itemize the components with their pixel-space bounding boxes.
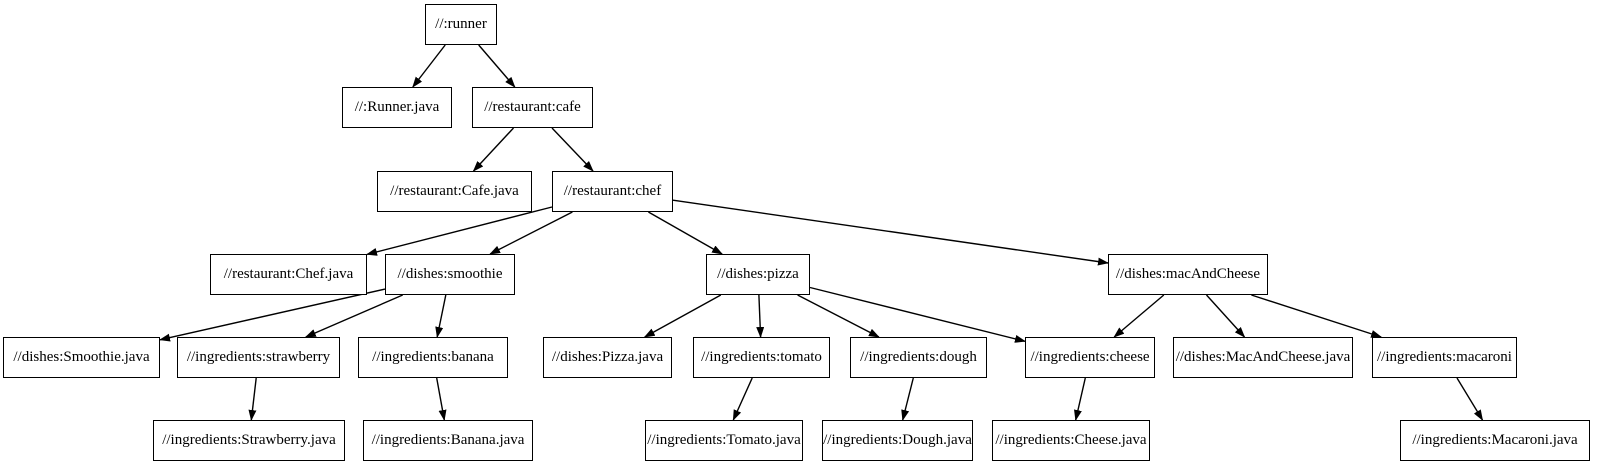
- graph-node-dough-java: //ingredients:Dough.java: [822, 420, 973, 461]
- graph-node-strawberry: //ingredients:strawberry: [177, 337, 340, 378]
- graph-edge-pizza-to-cheese: [809, 286, 1026, 343]
- graph-node-runner-java: //:Runner.java: [342, 87, 452, 128]
- graph-edge-strawberry-to-strawberry-java: [248, 377, 257, 421]
- graph-edge-mac-and-cheese-to-macaroni: [1251, 294, 1383, 338]
- graph-node-chef: //restaurant:chef: [552, 171, 673, 212]
- graph-edge-smoothie-to-smoothie-java: [159, 288, 386, 342]
- graph-edge-pizza-to-pizza-java: [643, 294, 722, 338]
- graph-edge-chef-to-chef-java: [366, 206, 553, 256]
- graph-node-tomato-java: //ingredients:Tomato.java: [645, 420, 803, 461]
- graph-edge-chef-to-smoothie: [489, 211, 573, 255]
- graph-node-mac-and-cheese-java: //dishes:MacAndCheese.java: [1173, 337, 1353, 378]
- graph-node-pizza: //dishes:pizza: [706, 254, 810, 295]
- graph-node-runner: //:runner: [425, 4, 497, 45]
- graph-edge-cafe-to-cafe-java: [472, 127, 515, 172]
- graph-edge-smoothie-to-strawberry: [304, 294, 403, 338]
- graph-node-cheese: //ingredients:cheese: [1025, 337, 1155, 378]
- graph-node-macaroni: //ingredients:macaroni: [1372, 337, 1517, 378]
- graph-node-banana-java: //ingredients:Banana.java: [363, 420, 533, 461]
- graph-node-dough: //ingredients:dough: [850, 337, 987, 378]
- graph-edge-dough-to-dough-java: [901, 377, 914, 421]
- graph-edge-macaroni-to-macaroni-java: [1456, 377, 1484, 421]
- graph-node-cafe: //restaurant:cafe: [472, 87, 593, 128]
- graph-node-strawberry-java: //ingredients:Strawberry.java: [153, 420, 345, 461]
- graph-edge-runner-to-runner-java: [412, 44, 446, 88]
- graph-node-tomato: //ingredients:tomato: [693, 337, 830, 378]
- graph-edge-runner-to-cafe: [478, 44, 516, 88]
- graph-node-pizza-java: //dishes:Pizza.java: [543, 337, 672, 378]
- graph-edge-chef-to-pizza: [648, 211, 723, 255]
- graph-node-chef-java: //restaurant:Chef.java: [210, 254, 367, 295]
- graph-node-banana: //ingredients:banana: [358, 337, 508, 378]
- graph-edge-banana-to-banana-java: [436, 377, 447, 421]
- graph-edge-mac-and-cheese-to-cheese: [1113, 294, 1165, 338]
- graph-edge-cafe-to-chef: [551, 127, 594, 172]
- graph-node-smoothie: //dishes:smoothie: [385, 254, 515, 295]
- graph-edge-pizza-to-tomato: [756, 294, 765, 338]
- graph-node-cheese-java: //ingredients:Cheese.java: [992, 420, 1150, 461]
- graph-node-mac-and-cheese: //dishes:macAndCheese: [1108, 254, 1268, 295]
- graph-node-smoothie-java: //dishes:Smoothie.java: [3, 337, 160, 378]
- graph-node-macaroni-java: //ingredients:Macaroni.java: [1400, 420, 1590, 461]
- graph-edge-cheese-to-cheese-java: [1074, 377, 1086, 421]
- graph-edge-pizza-to-dough: [797, 294, 880, 338]
- graph-node-cafe-java: //restaurant:Cafe.java: [377, 171, 532, 212]
- graph-edge-mac-and-cheese-to-mac-and-cheese-java: [1205, 294, 1246, 338]
- graph-edge-smoothie-to-banana: [435, 294, 447, 338]
- graph-edge-tomato-to-tomato-java: [732, 377, 753, 421]
